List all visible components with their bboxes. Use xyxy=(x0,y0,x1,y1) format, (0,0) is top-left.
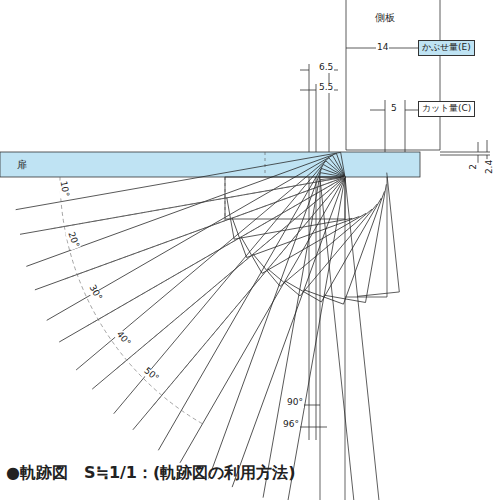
overlay-box: かぶせ量(E) xyxy=(418,40,475,56)
dimension-label: 90° xyxy=(286,398,304,408)
dimension-label: 6.5 xyxy=(318,63,334,73)
dimension-label: 10° xyxy=(58,179,71,198)
dimension-label: 2 xyxy=(469,163,479,171)
door-band: 扉 xyxy=(14,157,30,172)
node-text: かぶせ量(E) xyxy=(422,43,471,53)
caption: ●軌跡図 S≒1/1：(軌跡図の利用方法) xyxy=(6,464,494,482)
dimension-label: 30° xyxy=(86,283,104,303)
dimension-label: 20° xyxy=(65,230,80,250)
node-text: カット量(C) xyxy=(422,104,471,114)
dimension-label: 14 xyxy=(376,43,389,53)
dimension-label: 5 xyxy=(390,104,398,114)
dimension-label: 96° xyxy=(282,420,300,430)
dimension-label: 5.5 xyxy=(318,83,334,93)
node-text: 側板 xyxy=(375,12,395,23)
cut-box: カット量(C) xyxy=(418,101,475,117)
node-text: 扉 xyxy=(17,159,27,170)
dimension-label: 40° xyxy=(113,329,132,349)
side-panel: 側板 xyxy=(372,10,398,25)
dimension-label: 2.4 xyxy=(485,159,495,175)
dimension-label: 50° xyxy=(141,365,161,384)
